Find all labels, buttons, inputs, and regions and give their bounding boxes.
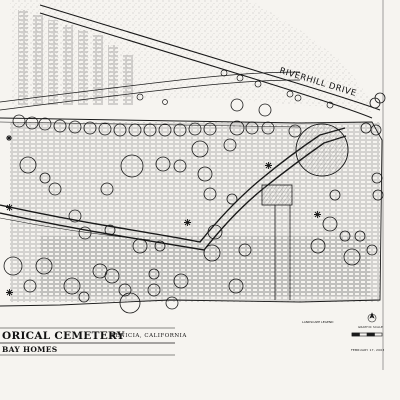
tree-row-north	[12, 92, 386, 138]
map-subtitle: BAY HOMES	[2, 345, 58, 354]
tree-cluster-large	[295, 123, 349, 177]
cemetery-boundary	[0, 117, 383, 307]
legend-note: LANDSCAPE LEGEND	[302, 320, 334, 324]
location-label: BENICIA, CALIFORNIA	[111, 333, 187, 339]
hillside-trees	[136, 69, 334, 109]
internal-drive	[0, 127, 347, 251]
lower-plot-grid	[40, 236, 370, 296]
graphic-scale	[351, 332, 383, 337]
upper-plot-grid	[18, 10, 133, 105]
scale-label: GRAPHIC SCALE	[358, 325, 383, 329]
north-arrow-icon	[367, 312, 377, 323]
map-title: ORICAL CEMETERY	[2, 330, 125, 342]
riverhill-drive-road	[0, 4, 381, 119]
date-label: FEBRUARY 17, 2003	[351, 348, 385, 352]
gazebo-feature	[261, 184, 293, 300]
title-block-rules	[0, 0, 384, 370]
specimen-trees	[6, 135, 321, 296]
scattered-trees	[3, 138, 384, 314]
